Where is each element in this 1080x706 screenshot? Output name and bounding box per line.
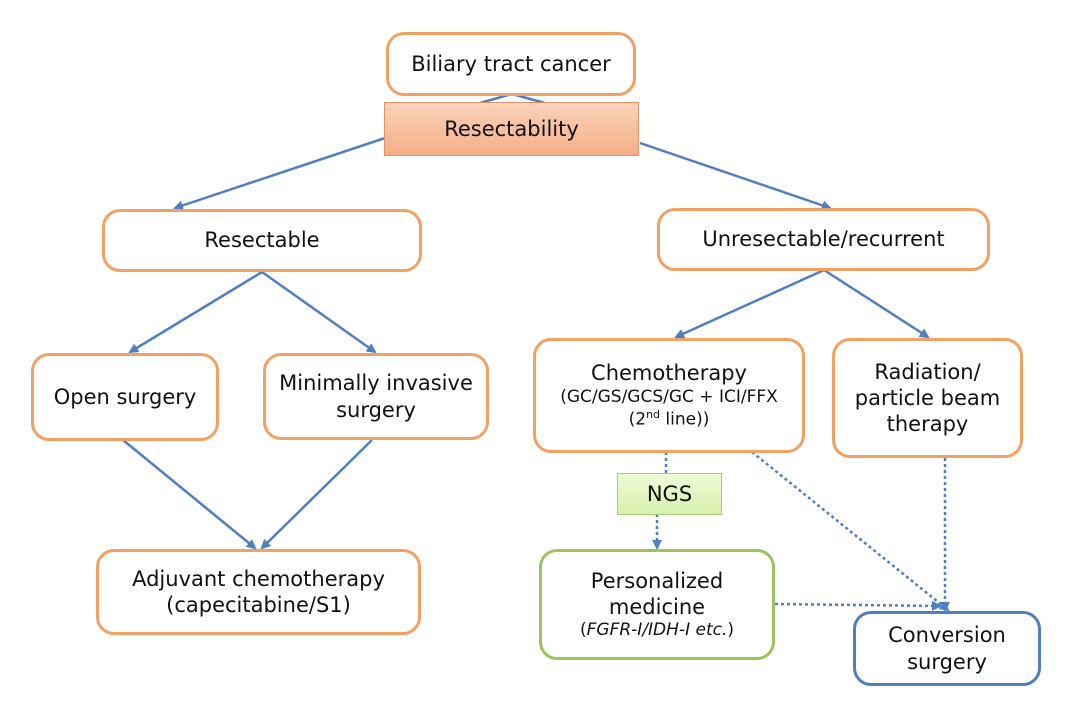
node-biliary-tract-cancer: Biliary tract cancer [386,32,636,96]
node-label-line2: surgery [907,649,987,674]
node-ngs: NGS [617,473,722,515]
node-label-line3: therapy [886,412,969,437]
edge-unresectable-chemo [674,268,825,339]
edge-resectable-open [128,270,263,354]
node-resectable: Resectable [102,209,422,272]
node-label-line3: (2nd line)) [628,407,710,430]
edge-to-resectable [173,136,386,211]
node-unresectable-recurrent: Unresectable/recurrent [657,208,990,271]
edge-to-unresectable [639,141,832,211]
node-conversion-surgery: Conversion surgery [853,611,1041,686]
node-label: Biliary tract cancer [411,51,611,76]
node-label-line2: surgery [336,397,416,422]
node-label-line1: Conversion [888,623,1006,648]
node-label-line2: (GC/GS/GCS/GC + ICI/FFX [560,386,778,407]
edge-unresectable-radiation [823,268,930,339]
node-label: NGS [646,482,693,506]
node-label-line2: particle beam [854,385,1001,410]
node-label-line1: Personalized [590,568,724,593]
node-label: Open surgery [53,384,197,409]
node-minimally-invasive-surgery: Minimally invasive surgery [263,353,489,440]
edge-chemo-conversion [751,451,950,612]
edge-mis-adjuvant [260,439,373,550]
node-label-line3: (FGFR-I/IDH-I etc.) [579,620,734,641]
node-radiation-therapy: Radiation/ particle beam therapy [832,338,1023,458]
edge-resectable-mis [261,270,377,354]
node-chemotherapy: Chemotherapy (GC/GS/GCS/GC + ICI/FFX (2n… [533,338,805,453]
node-label-line2: (capecitabine/S1) [166,593,351,617]
node-resectability: Resectability [384,102,639,156]
edge-open-adjuvant [122,439,257,550]
node-open-surgery: Open surgery [31,353,219,441]
node-adjuvant-chemotherapy: Adjuvant chemotherapy (capecitabine/S1) [96,549,421,635]
node-label-line1: Radiation/ [874,359,981,384]
node-label: Resectability [444,117,579,141]
node-label: Unresectable/recurrent [702,227,945,252]
node-personalized-medicine: Personalized medicine (FGFR-I/IDH-I etc.… [539,549,775,660]
edge-personalized-conversion [774,600,942,611]
node-label-line1: Minimally invasive [279,371,473,396]
node-label-line1: Chemotherapy [591,361,747,386]
node-label-line2: medicine [608,594,706,619]
node-label: Resectable [204,228,320,253]
node-label-line1: Adjuvant chemotherapy [132,566,385,591]
